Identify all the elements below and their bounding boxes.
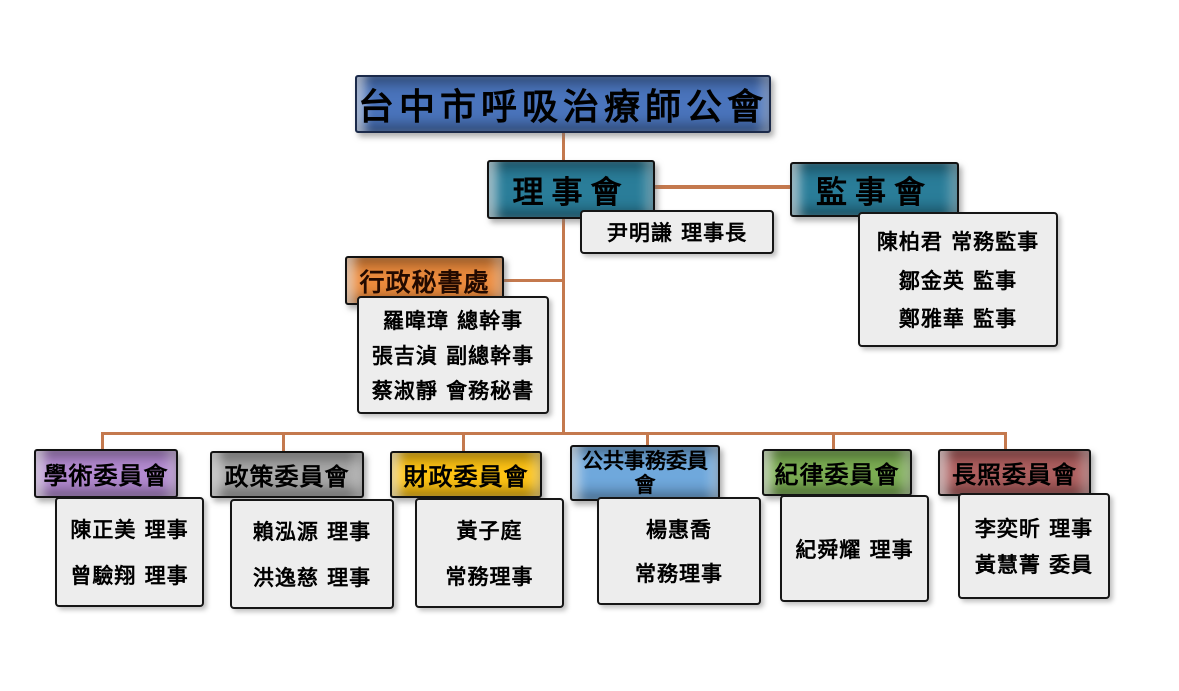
committee-longcare-label: 長照委員會 bbox=[952, 460, 1077, 489]
board-chair-box: 尹明謙 理事長 bbox=[580, 210, 774, 254]
connector-drop-finance bbox=[462, 434, 465, 451]
board-label: 理事會 bbox=[512, 175, 630, 211]
secretariat-members-box: 羅暐璋 總幹事 張吉湞 副總幹事 蔡淑靜 會務秘書 bbox=[357, 296, 549, 414]
committee-public-affairs-box: 公共事務委員會 bbox=[570, 445, 720, 501]
secretariat-label: 行政秘書處 bbox=[359, 267, 490, 297]
committee-discipline-members-box: 紀舜耀 理事 bbox=[780, 495, 929, 602]
committee-member: 常務理事 bbox=[445, 564, 534, 589]
committee-policy-label: 政策委員會 bbox=[224, 462, 350, 491]
connector-drop-academic bbox=[101, 434, 104, 449]
connector-drop-longcare bbox=[1004, 434, 1007, 449]
supervisors-box: 監事會 bbox=[790, 162, 959, 217]
connector-board-to-committees bbox=[562, 215, 565, 434]
supervisor-member: 陳柏君 常務監事 bbox=[876, 229, 1040, 255]
committee-member: 賴泓源 理事 bbox=[252, 519, 372, 544]
committee-member: 黃子庭 bbox=[456, 518, 523, 543]
committee-member: 楊惠喬 bbox=[646, 517, 712, 542]
committee-discipline-label: 紀律委員會 bbox=[774, 460, 900, 489]
committee-member: 洪逸慈 理事 bbox=[252, 565, 372, 590]
committee-member: 陳正美 理事 bbox=[70, 517, 189, 542]
root-org-box: 台中市呼吸治療師公會 bbox=[355, 75, 771, 133]
committee-academic-members-box: 陳正美 理事 曾驗翔 理事 bbox=[55, 497, 204, 607]
committee-member: 李奕昕 理事 bbox=[974, 516, 1094, 541]
connector-drop-discipline bbox=[832, 434, 835, 449]
committee-public-affairs-members-box: 楊惠喬 常務理事 bbox=[597, 497, 761, 605]
connector-drop-public-affairs bbox=[646, 434, 649, 446]
committee-member: 常務理事 bbox=[635, 561, 723, 586]
committee-academic-box: 學術委員會 bbox=[34, 449, 178, 498]
supervisors-label: 監事會 bbox=[816, 175, 933, 211]
board-box: 理事會 bbox=[487, 160, 655, 219]
secretariat-member: 羅暐璋 總幹事 bbox=[382, 308, 524, 333]
committee-member: 曾驗翔 理事 bbox=[70, 563, 189, 588]
committee-longcare-box: 長照委員會 bbox=[938, 449, 1091, 496]
root-org-label: 台中市呼吸治療師公會 bbox=[357, 86, 768, 128]
committee-member: 黃慧菁 委員 bbox=[974, 552, 1094, 577]
supervisor-member: 鄭雅華 監事 bbox=[898, 305, 1018, 331]
connector-secretariat bbox=[498, 279, 562, 282]
committee-policy-box: 政策委員會 bbox=[210, 451, 364, 498]
connector-board-to-supervisors bbox=[651, 185, 790, 189]
committee-policy-members-box: 賴泓源 理事 洪逸慈 理事 bbox=[230, 499, 394, 609]
committee-longcare-members-box: 李奕昕 理事 黃慧菁 委員 bbox=[958, 493, 1110, 599]
connector-drop-policy bbox=[282, 434, 285, 451]
committee-academic-label: 學術委員會 bbox=[43, 461, 169, 490]
connector-committee-bar bbox=[101, 432, 1007, 435]
committee-discipline-box: 紀律委員會 bbox=[762, 449, 912, 496]
board-chair-name: 尹明謙 理事長 bbox=[606, 220, 748, 245]
supervisors-members-box: 陳柏君 常務監事 鄒金英 監事 鄭雅華 監事 bbox=[858, 212, 1058, 347]
committee-finance-box: 財政委員會 bbox=[390, 451, 542, 498]
committee-finance-members-box: 黃子庭 常務理事 bbox=[415, 498, 564, 608]
secretariat-member: 蔡淑靜 會務秘書 bbox=[371, 378, 535, 403]
committee-member: 紀舜耀 理事 bbox=[795, 536, 914, 562]
secretariat-member: 張吉湞 副總幹事 bbox=[371, 343, 535, 368]
committee-public-affairs-label: 公共事務委員會 bbox=[582, 447, 708, 497]
committee-finance-label: 財政委員會 bbox=[403, 462, 529, 491]
supervisor-member: 鄒金英 監事 bbox=[898, 267, 1018, 293]
connector-root-to-board bbox=[562, 129, 565, 162]
